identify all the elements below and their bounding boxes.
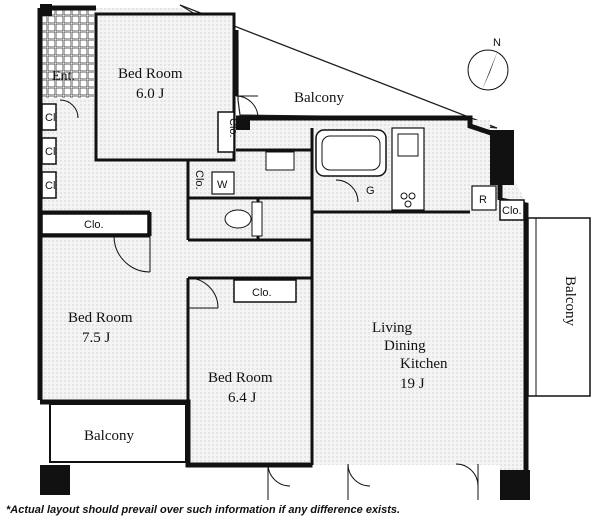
bathtub [315,129,387,177]
balcony-bottom-label: Balcony [84,428,134,444]
ldk-size: 19 J [400,376,425,392]
kitchen-counter [391,127,425,211]
bed-room-left-name: Bed Room [68,310,133,326]
stove-burner [400,192,408,200]
balcony-right-label: Balcony [562,276,578,326]
closet-bed-left-label: Clo. [84,219,104,231]
bathtub-inner [321,135,381,171]
closet-left-3-label: Cl [45,180,55,192]
balcony-top-label: Balcony [294,90,344,106]
balcony-right-area [527,217,591,397]
stove-burner [404,200,412,208]
washing-machine [211,171,235,195]
bed-room-mid-size: 6.4 J [228,390,257,406]
bed-room-mid-name: Bed Room [208,370,273,386]
closet-left-1-label: Cl [45,112,55,124]
column [40,465,70,495]
ldk-line2: Dining [384,338,426,354]
disclaimer-note: *Actual layout should prevail over such … [6,504,401,516]
refrigerator [471,185,497,211]
bed-room-top-name: Bed Room [118,66,183,82]
closet-hall-label: Clo. [193,170,205,190]
bed-room-left-size: 7.5 J [82,330,111,346]
doors [59,95,479,500]
entrance-tiles [40,10,94,98]
toilet-tank [251,201,263,237]
ldk-line1: Living [372,320,412,336]
entrance-label: Ent. [52,69,75,84]
stove-burner [408,192,416,200]
bed-room-top-size: 6.0 J [136,86,165,102]
closet-left-2-label: Cl [45,146,55,158]
compass: N [467,37,509,91]
fridge-label: R [479,194,487,206]
closet-ldk-label: Clo. [502,205,522,217]
balcony-bottom-area [49,403,187,463]
sink [397,133,419,157]
column [490,130,514,185]
column [500,470,530,500]
column [236,120,250,130]
compass-label: N [493,37,501,49]
ldk-line3: Kitchen [400,356,448,372]
bed-room-top [94,12,236,162]
vanity [265,151,295,171]
closet-bed-mid-label: Clo. [252,287,272,299]
closets [41,103,525,303]
gas-label: G [366,185,375,197]
washer-label: W [217,179,228,191]
column [40,4,52,16]
toilet-bowl [224,209,252,229]
closet-bed-top-label: Clo. [227,118,239,138]
